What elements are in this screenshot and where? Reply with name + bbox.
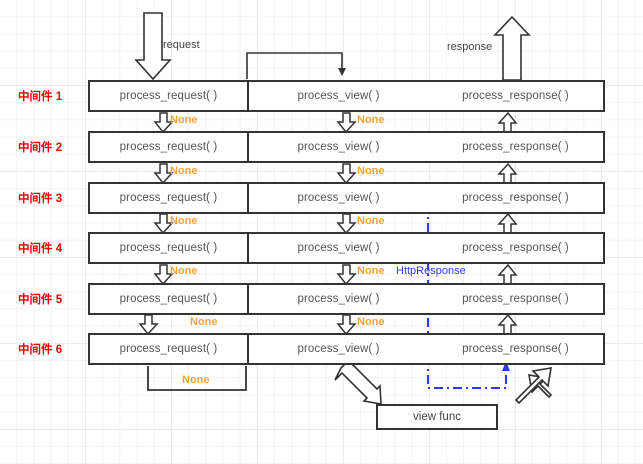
none-label-req-1: None <box>170 114 198 126</box>
process-request-cell-3: process_request( ) <box>90 184 249 212</box>
middleware-label-6: 中间件 6 <box>18 344 63 356</box>
none-label-view-2: None <box>357 165 385 177</box>
request-label: request <box>163 39 200 51</box>
none-label-req-2: None <box>170 165 198 177</box>
process-response-cell-5: process_response( ) <box>462 293 569 305</box>
none-label-view-1: None <box>357 114 385 126</box>
gap-arrow-resp-5 <box>497 313 518 335</box>
gap-arrow-req-5 <box>138 314 159 336</box>
gap-arrow-resp-4 <box>497 263 518 285</box>
process-view-cell-3: process_view( ) <box>297 192 380 204</box>
none-label-req-4: None <box>170 265 198 277</box>
middleware-label-4: 中间件 4 <box>18 243 63 255</box>
none-label-view-5: None <box>357 316 385 328</box>
http-response-label: HttpResponse <box>396 265 466 277</box>
middleware-row-4[interactable]: process_request( ) process_view( ) proce… <box>88 232 605 264</box>
gap-arrow-view-1 <box>336 112 357 134</box>
none-label-req-3: None <box>170 215 198 227</box>
none-label-req-5: None <box>190 316 218 328</box>
view-func-box[interactable]: view func <box>376 404 498 430</box>
process-response-cell-3: process_response( ) <box>462 192 569 204</box>
middleware-label-1: 中间件 1 <box>18 91 63 103</box>
none-label-view-3: None <box>357 215 385 227</box>
process-view-cell-4: process_view( ) <box>297 242 380 254</box>
process-view-cell-1: process_view( ) <box>297 90 380 102</box>
gap-arrow-view-4 <box>336 264 357 286</box>
middleware-row-5[interactable]: process_request( ) process_view( ) proce… <box>88 283 605 315</box>
gap-arrow-resp-3 <box>497 212 518 234</box>
gap-arrow-view-2 <box>336 163 357 185</box>
process-view-cell-2: process_view( ) <box>297 141 380 153</box>
middleware-row-6[interactable]: process_request( ) process_view( ) proce… <box>88 333 605 365</box>
process-request-cell-1: process_request( ) <box>90 82 249 110</box>
none-label-view-4: None <box>357 265 385 277</box>
gap-arrow-view-5 <box>336 314 357 336</box>
middleware-row-2[interactable]: process_request( ) process_view( ) proce… <box>88 131 605 163</box>
middleware-label-3: 中间件 3 <box>18 193 63 205</box>
request-to-view-connector <box>246 52 346 79</box>
process-view-cell-6: process_view( ) <box>297 343 380 355</box>
response-label: response <box>447 41 493 53</box>
process-view-cell-5: process_view( ) <box>297 293 380 305</box>
process-request-cell-4: process_request( ) <box>90 234 249 262</box>
response-big-arrow <box>493 15 531 81</box>
process-response-cell-4: process_response( ) <box>462 242 569 254</box>
process-request-cell-2: process_request( ) <box>90 133 249 161</box>
process-response-cell-2: process_response( ) <box>462 141 569 153</box>
middleware-label-5: 中间件 5 <box>18 294 63 306</box>
middleware-row-1[interactable]: process_request( ) process_view( ) proce… <box>88 80 605 112</box>
process-request-cell-5: process_request( ) <box>90 285 249 313</box>
middleware-label-2: 中间件 2 <box>18 142 63 154</box>
gap-arrow-view-3 <box>336 213 357 235</box>
view-func-label: view func <box>413 411 461 423</box>
process-response-cell-1: process_response( ) <box>462 90 569 102</box>
middleware-row-3[interactable]: process_request( ) process_view( ) proce… <box>88 182 605 214</box>
view-func-out-arrow <box>514 367 553 405</box>
none-label-bottom: None <box>182 374 210 386</box>
process-request-cell-6: process_request( ) <box>90 335 249 363</box>
process-response-cell-6: process_response( ) <box>462 343 569 355</box>
gap-arrow-resp-1 <box>497 111 518 133</box>
gap-arrow-resp-2 <box>497 162 518 184</box>
